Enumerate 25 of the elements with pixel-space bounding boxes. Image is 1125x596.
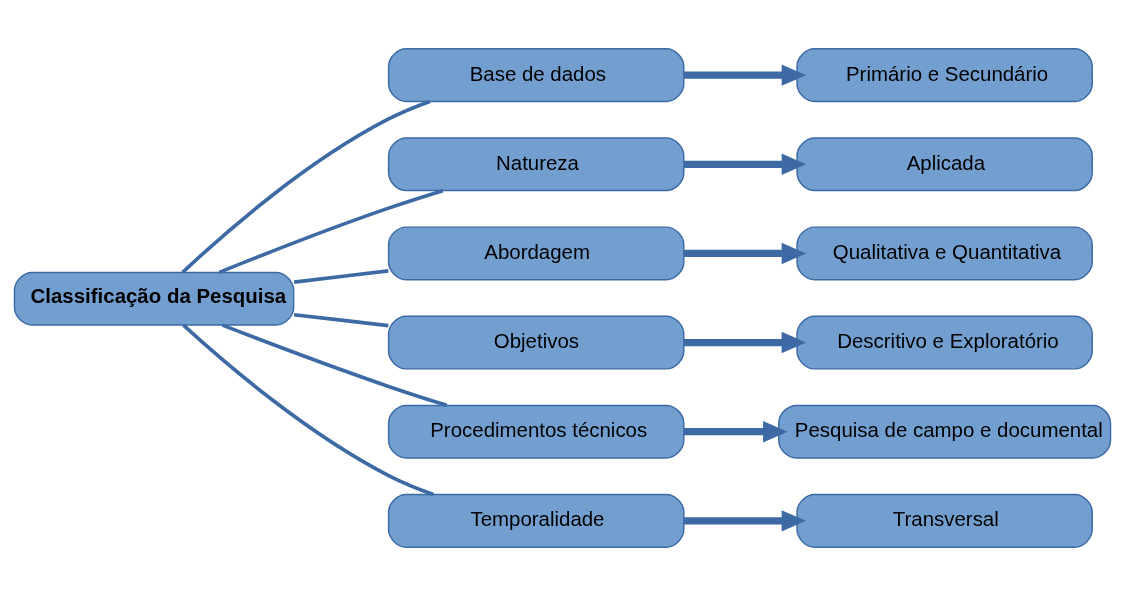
node-box: Abordagem — [387, 226, 685, 281]
node-box: Primário e Secundário — [796, 48, 1093, 103]
connector — [293, 312, 389, 328]
arrow — [684, 242, 807, 265]
node-box: Qualitativa e Quantitativa — [796, 226, 1093, 281]
connector — [181, 99, 431, 274]
arrow — [684, 421, 788, 443]
connector — [182, 323, 435, 497]
node-box: Temporalidade — [387, 493, 685, 548]
node-box: Pesquisa de campo e documental — [778, 404, 1112, 459]
connector — [293, 269, 389, 284]
node-box: Objetivos — [387, 315, 685, 370]
arrow — [684, 64, 807, 86]
node-box: Transversal — [796, 493, 1093, 548]
node-box: Classificação da Pesquisa — [13, 271, 295, 326]
arrow — [684, 510, 807, 532]
node-box: Descritivo e Exploratório — [796, 315, 1093, 370]
connector — [221, 323, 448, 408]
node-box: Aplicada — [796, 137, 1093, 192]
node-box: Natureza — [387, 137, 685, 192]
node-box: Procedimentos técnicos — [387, 404, 685, 459]
connector — [218, 188, 444, 275]
node-box: Base de dados — [387, 48, 685, 103]
arrow — [684, 331, 807, 354]
arrow — [684, 153, 807, 175]
